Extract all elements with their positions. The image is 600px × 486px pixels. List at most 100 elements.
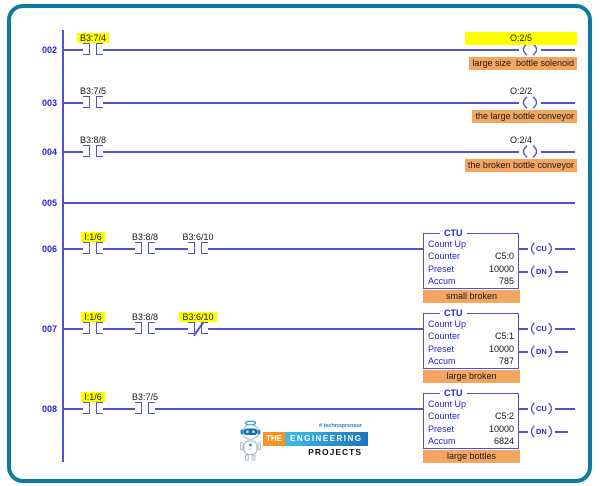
coil-description: the broken bottle conveyor	[464, 159, 577, 172]
contact-bracket-right-icon	[148, 322, 155, 334]
contact-address-label[interactable]: I:1/6	[63, 231, 123, 243]
logo-tagline: # technopreneur	[318, 423, 362, 429]
rung-number-005[interactable]: 005	[41, 198, 57, 208]
contact-address-label[interactable]: B3:7/4	[63, 32, 123, 44]
contact-bracket-left-icon	[83, 145, 90, 157]
contact-bracket-right-icon	[201, 322, 208, 334]
rung-wire	[62, 151, 575, 153]
ctu-counter-value[interactable]: C5:0	[494, 251, 514, 262]
contact-bracket-right-icon	[96, 96, 103, 108]
contact-address-label[interactable]: I:1/6	[63, 391, 123, 403]
ctu-line1-label: Count Up	[428, 399, 467, 409]
rung-wire	[62, 49, 575, 51]
contact-xic[interactable]	[83, 43, 103, 56]
ctu-title: CTU	[440, 388, 467, 399]
ctu-preset-label: Preset	[428, 263, 455, 274]
contact-xic[interactable]	[83, 96, 103, 109]
output-coil[interactable]	[519, 145, 541, 158]
contact-address-label[interactable]: B3:6/10	[168, 311, 228, 323]
coil-arc-right-icon	[547, 425, 552, 438]
coil-description: large size bottle solenoid	[469, 57, 577, 70]
rung-number-007[interactable]: 007	[41, 324, 57, 334]
rung-number-004[interactable]: 004	[41, 147, 57, 157]
ctu-counter-label: Counter	[428, 411, 461, 422]
contact-bracket-left-icon	[135, 242, 142, 254]
ctu-preset-value[interactable]: 10000	[488, 263, 514, 274]
coil-arc-left-icon	[530, 242, 535, 255]
ctu-accum-value[interactable]: 785	[498, 276, 514, 287]
contact-address-label[interactable]: B3:8/8	[79, 135, 107, 145]
ctu-counter-label: Counter	[428, 251, 461, 262]
ctu-preset-label: Preset	[428, 343, 455, 354]
contact-bracket-right-icon	[96, 43, 103, 55]
cu-output-coil: CU	[528, 242, 555, 255]
robot-mascot-icon	[237, 420, 264, 464]
ctu-accum-label: Accum	[428, 276, 456, 287]
coil-address-label[interactable]: O:2/2	[509, 86, 532, 96]
contact-xic[interactable]	[83, 145, 103, 158]
contact-bracket-right-icon	[96, 145, 103, 157]
coil-arc-left-icon	[530, 402, 535, 415]
rung-wire	[62, 102, 575, 104]
rung-wire	[62, 328, 424, 330]
ctu-counter-value[interactable]: C5:2	[494, 411, 514, 422]
contact-address-label[interactable]: B3:7/5	[131, 392, 159, 402]
ctu-line1-label: Count Up	[428, 239, 467, 249]
rung-number-008[interactable]: 008	[41, 404, 57, 414]
rung-wire	[62, 408, 424, 410]
contact-bracket-left-icon	[83, 242, 90, 254]
ctu-line1-label: Count Up	[428, 319, 467, 329]
logo-word-the: THE	[263, 432, 285, 446]
output-coil[interactable]	[519, 96, 541, 109]
contact-address-label[interactable]: B3:8/8	[131, 232, 159, 242]
contact-address-label[interactable]: I:1/6	[63, 311, 123, 323]
contact-xic[interactable]	[83, 322, 103, 335]
left-power-rail	[62, 30, 64, 462]
coil-arc-left-icon	[530, 322, 535, 335]
coil-description: the large bottle conveyor	[472, 110, 577, 123]
contact-bracket-left-icon	[83, 96, 90, 108]
contact-xic[interactable]	[83, 242, 103, 255]
ctu-accum-value[interactable]: 6824	[493, 436, 514, 447]
coil-arc-right-icon	[547, 322, 552, 335]
ctu-counter-value[interactable]: C5:1	[494, 331, 514, 342]
ctu-description: large broken	[423, 370, 520, 383]
contact-xic[interactable]	[83, 402, 103, 415]
ctu-description: small broken	[423, 290, 520, 303]
contact-bracket-left-icon	[188, 322, 195, 334]
contact-address-label[interactable]: B3:6/10	[182, 232, 214, 242]
contact-xic[interactable]	[135, 242, 155, 255]
rung-number-002[interactable]: 002	[41, 45, 57, 55]
logo-word-engineering: ENGINEERING	[285, 432, 368, 446]
dn-output-coil: DN	[528, 425, 555, 438]
contact-xic[interactable]	[135, 402, 155, 415]
coil-address-label[interactable]: O:2/5	[465, 32, 577, 45]
ctu-description: large bottles	[423, 450, 520, 463]
rung-number-003[interactable]: 003	[41, 98, 57, 108]
contact-address-label[interactable]: B3:8/8	[131, 312, 159, 322]
dn-output-coil: DN	[528, 265, 555, 278]
contact-bracket-right-icon	[96, 402, 103, 414]
ctu-preset-label: Preset	[428, 423, 455, 434]
contact-bracket-left-icon	[83, 322, 90, 334]
contact-xic[interactable]	[135, 322, 155, 335]
coil-address-label[interactable]: O:2/4	[509, 135, 532, 145]
ctu-counter-label: Counter	[428, 331, 461, 342]
contact-bracket-left-icon	[135, 402, 142, 414]
ctu-title: CTU	[440, 308, 467, 319]
ctu-preset-value[interactable]: 10000	[488, 343, 514, 354]
rung-number-006[interactable]: 006	[41, 244, 57, 254]
cu-output-coil: CU	[528, 402, 555, 415]
contact-address-label[interactable]: B3:7/5	[79, 86, 107, 96]
ctu-preset-value[interactable]: 10000	[488, 423, 514, 434]
contact-bracket-right-icon	[148, 242, 155, 254]
coil-arc-left-icon	[530, 265, 535, 278]
coil-arc-right-icon	[547, 402, 552, 415]
contact-xic[interactable]	[188, 242, 208, 255]
ctu-accum-value[interactable]: 787	[498, 356, 514, 367]
logo-wordmark: THE ENGINEERING	[263, 432, 368, 446]
